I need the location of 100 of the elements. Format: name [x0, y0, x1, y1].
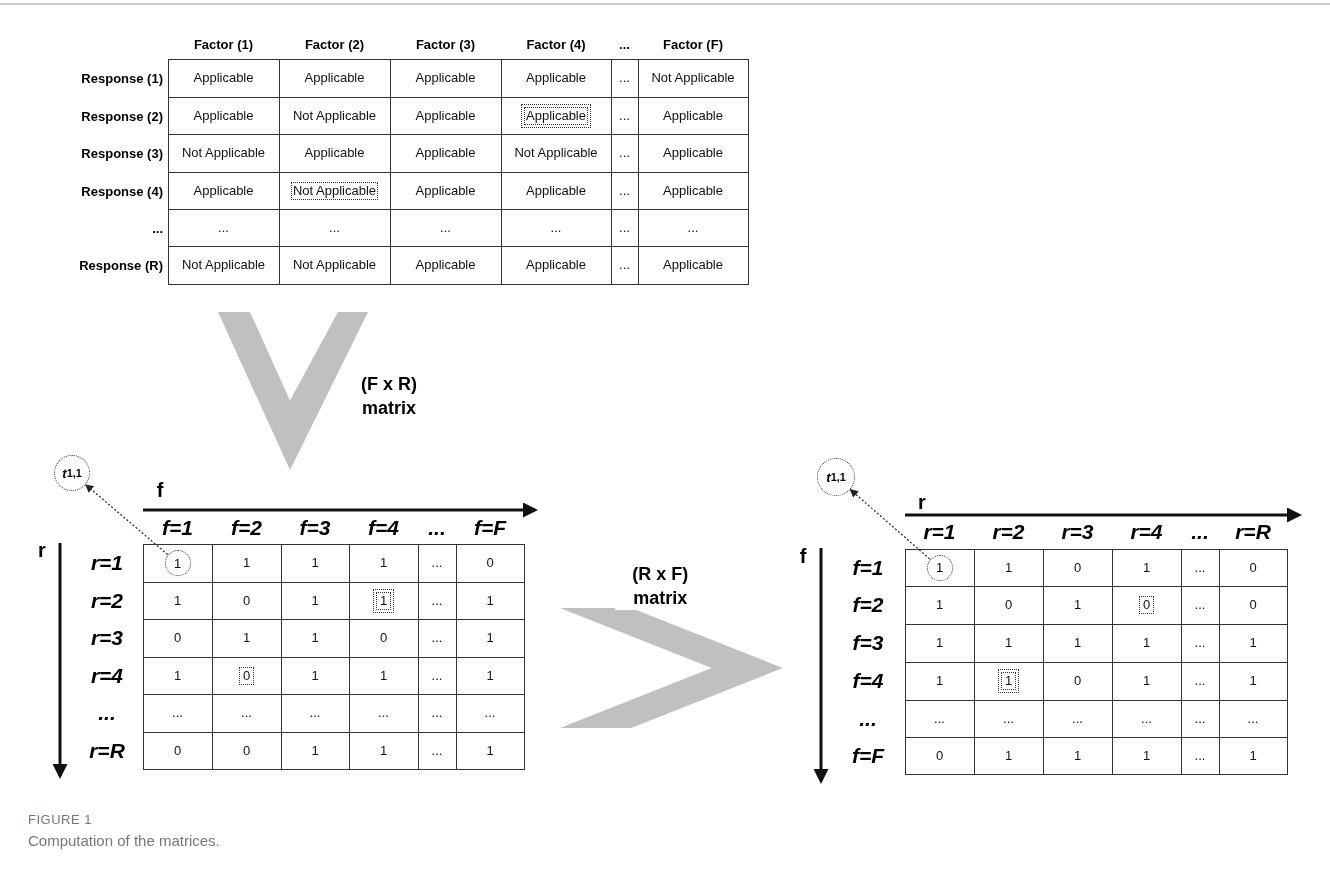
column-header: f=4: [368, 516, 399, 540]
column-header: f=1: [162, 516, 193, 540]
matrix-value: ...: [377, 705, 390, 721]
applicability-text: Applicable: [414, 107, 477, 124]
matrix-value: 0: [241, 742, 252, 759]
column-header: r=4: [1130, 520, 1163, 544]
matrix-value: 0: [1138, 596, 1155, 614]
matrix-value: 1: [378, 742, 389, 759]
matrix-value: 1: [1000, 672, 1017, 690]
matrix-value: 1: [934, 635, 945, 651]
applicability-text: Not Applicable: [650, 70, 736, 86]
matrix-value: 1: [1141, 559, 1152, 576]
applicability-text: ...: [328, 219, 341, 236]
column-header: ...: [1191, 520, 1209, 544]
matrix-value: 1: [375, 591, 392, 610]
axis-label: f: [156, 478, 164, 502]
matrix-value: ...: [1140, 710, 1153, 727]
row-header: f=3: [852, 631, 884, 655]
matrix-value: 1: [1141, 635, 1152, 651]
applicability-text: ...: [686, 219, 700, 236]
row-header: ...: [859, 706, 877, 731]
matrix-value: 1: [1072, 747, 1083, 764]
leader-line: [849, 488, 931, 560]
applicability-text: Applicable: [414, 70, 477, 86]
matrix-value: 0: [934, 747, 945, 764]
matrix-value: 0: [1248, 597, 1258, 613]
column-header: Factor (2): [304, 36, 365, 52]
matrix-value: 1: [1248, 747, 1258, 764]
matrix-value: ...: [1193, 559, 1207, 576]
matrix-value: 1: [1248, 673, 1258, 689]
matrix-value: 1: [1141, 747, 1152, 764]
applicability-text: Applicable: [192, 182, 255, 199]
matrix-table: [168, 59, 748, 284]
row-header: r=4: [90, 663, 124, 688]
chevron-arrow: [560, 608, 783, 728]
column-header: Factor (4): [526, 36, 586, 52]
applicability-text: ...: [217, 219, 230, 236]
column-header: ...: [619, 36, 630, 52]
column-header: r=1: [923, 520, 956, 544]
column-header: Factor (1): [193, 36, 254, 52]
applicability-text: Applicable: [414, 145, 477, 161]
circled-value: 1: [164, 550, 191, 576]
matrix-value: ...: [430, 742, 444, 759]
matrix-value: 1: [310, 667, 320, 684]
matrix-table: [143, 544, 524, 769]
matrix-value: 1: [485, 667, 495, 684]
row-header: ...: [98, 701, 116, 725]
axis-label: f: [799, 544, 807, 568]
applicability-text: Applicable: [662, 107, 724, 124]
matrix-value: 1: [310, 742, 320, 759]
matrix-value: ...: [1193, 597, 1207, 613]
row-header: r=2: [90, 588, 124, 613]
applicability-text: Not Applicable: [180, 257, 267, 273]
row-header: f=1: [852, 555, 884, 580]
matrix-value: ...: [1193, 673, 1207, 689]
leader-line: [85, 484, 169, 556]
matrix-value: 1: [310, 630, 320, 646]
matrix-value: 0: [172, 742, 183, 759]
applicability-text: Applicable: [192, 70, 255, 86]
applicability-text: ...: [618, 145, 631, 161]
matrix-value: 1: [485, 742, 495, 759]
matrix-value: 1: [310, 555, 320, 571]
matrix-value: 1: [934, 597, 945, 613]
matrix-value: 1: [1003, 635, 1014, 651]
matrix-value: ...: [430, 630, 444, 646]
applicability-text: ...: [618, 107, 631, 124]
matrix-value: 0: [1072, 559, 1083, 576]
matrix-table: [905, 549, 1287, 774]
applicability-text: Applicable: [414, 257, 477, 273]
matrix-value: ...: [171, 705, 184, 721]
matrix-value: 1: [934, 673, 945, 689]
matrix-value: 1: [241, 630, 252, 646]
matrix-value: 1: [1072, 597, 1083, 613]
matrix-value: ...: [430, 705, 444, 721]
matrix-value: ...: [483, 705, 497, 721]
matrix-value: 1: [1141, 673, 1152, 689]
applicability-text: Not Applicable: [291, 257, 378, 273]
applicability-text: Applicable: [414, 182, 477, 199]
row-header: ...: [152, 220, 163, 235]
matrix-value: 0: [485, 555, 495, 571]
column-header: Factor (F): [663, 36, 723, 52]
column-header: ...: [428, 516, 446, 540]
row-header: r=1: [90, 551, 124, 575]
applicability-text: Applicable: [662, 145, 724, 161]
column-header: Factor (3): [415, 36, 476, 52]
row-header: Response (1): [81, 70, 163, 86]
column-header: f=F: [473, 516, 507, 540]
column-header: f=3: [299, 516, 331, 540]
applicability-text: Applicable: [662, 182, 724, 199]
matrix-value: ...: [933, 710, 946, 727]
matrix-value: ...: [1002, 710, 1015, 727]
matrix-value: ...: [1071, 710, 1084, 727]
applicability-text: Applicable: [303, 70, 366, 86]
circled-value: 1: [926, 554, 953, 581]
matrix-value: ...: [308, 705, 322, 721]
applicability-text: Not Applicable: [180, 145, 267, 161]
column-header: r=3: [1061, 520, 1094, 544]
axis-label: r: [918, 490, 926, 514]
applicability-text: ...: [618, 219, 631, 236]
matrix-value: ...: [430, 667, 444, 684]
